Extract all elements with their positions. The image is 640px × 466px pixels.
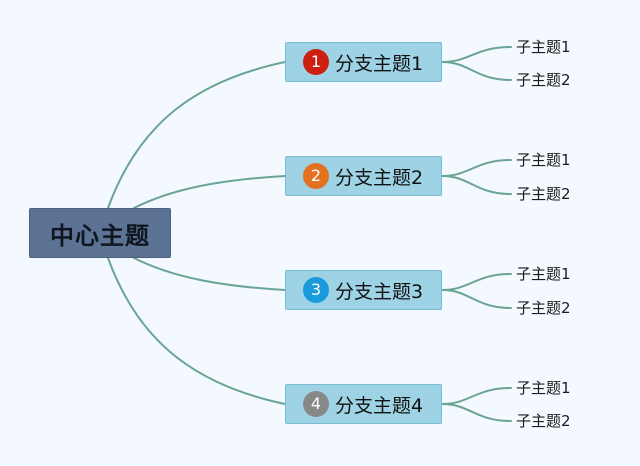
subtopic-4-1[interactable]: 子主题1 [516, 379, 571, 397]
branch-topic-label: 分支主题3 [335, 280, 424, 303]
subtopic-2-2[interactable]: 子主题2 [516, 185, 571, 203]
subtopic-3-2[interactable]: 子主题2 [516, 299, 571, 317]
connector-central-to-branch-3 [133, 257, 286, 291]
priority-badge-2: 2 [303, 163, 329, 189]
priority-badge-1: 1 [303, 49, 329, 75]
connector-branch-2-to-subtopic-2 [441, 175, 512, 195]
connector-branch-4-to-subtopic-1 [441, 387, 512, 405]
connector-central-to-branch-1 [107, 61, 286, 209]
connector-branch-3-to-subtopic-2 [441, 289, 512, 309]
branch-topic-1[interactable]: 1 分支主题1 [285, 42, 442, 82]
connector-branch-3-to-subtopic-1 [441, 273, 512, 291]
subtopic-2-1[interactable]: 子主题1 [516, 151, 571, 169]
connector-branch-1-to-subtopic-2 [441, 61, 512, 81]
connector-branch-1-to-subtopic-1 [441, 46, 512, 63]
priority-badge-3: 3 [303, 277, 329, 303]
connector-branch-4-to-subtopic-2 [441, 403, 512, 422]
branch-topic-4[interactable]: 4 分支主题4 [285, 384, 442, 424]
subtopic-4-2[interactable]: 子主题2 [516, 412, 571, 430]
subtopic-1-2[interactable]: 子主题2 [516, 71, 571, 89]
branch-topic-label: 分支主题1 [335, 52, 424, 75]
priority-badge-4: 4 [303, 391, 329, 417]
branch-topic-label: 分支主题4 [335, 394, 424, 417]
connector-branch-2-to-subtopic-1 [441, 159, 512, 177]
subtopic-1-1[interactable]: 子主题1 [516, 38, 571, 56]
connector-central-to-branch-4 [107, 257, 286, 405]
branch-topic-label: 分支主题2 [335, 166, 424, 189]
branch-topic-2[interactable]: 2 分支主题2 [285, 156, 442, 196]
branch-topic-3[interactable]: 3 分支主题3 [285, 270, 442, 310]
subtopic-3-1[interactable]: 子主题1 [516, 265, 571, 283]
central-topic[interactable]: 中心主题 [29, 208, 171, 258]
connector-central-to-branch-2 [133, 175, 286, 209]
